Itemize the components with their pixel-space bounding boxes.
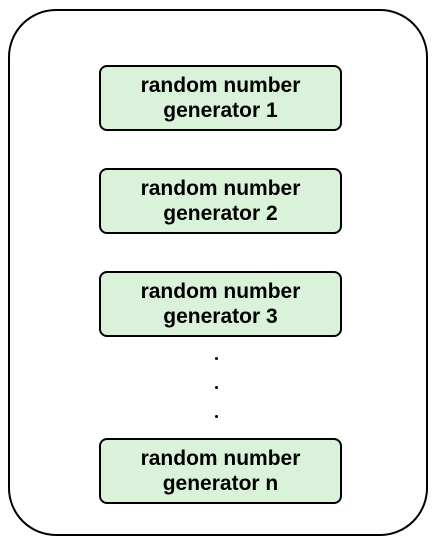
ellipsis-dot-2 — [215, 386, 218, 389]
ellipsis-dot-3 — [215, 415, 218, 418]
random-number-generator-1-box: random number generator 1 — [99, 65, 342, 131]
random-number-generator-2-box: random number generator 2 — [99, 168, 342, 234]
generator-2-label: random number generator 2 — [140, 177, 301, 225]
generator-1-label: random number generator 1 — [140, 74, 301, 122]
random-number-generator-n-box: random number generator n — [99, 438, 342, 504]
ellipsis-dot-1 — [215, 357, 218, 360]
random-number-generator-3-box: random number generator 3 — [99, 271, 342, 337]
generator-3-label: random number generator 3 — [140, 280, 301, 328]
generator-n-label: random number generator n — [140, 447, 301, 495]
